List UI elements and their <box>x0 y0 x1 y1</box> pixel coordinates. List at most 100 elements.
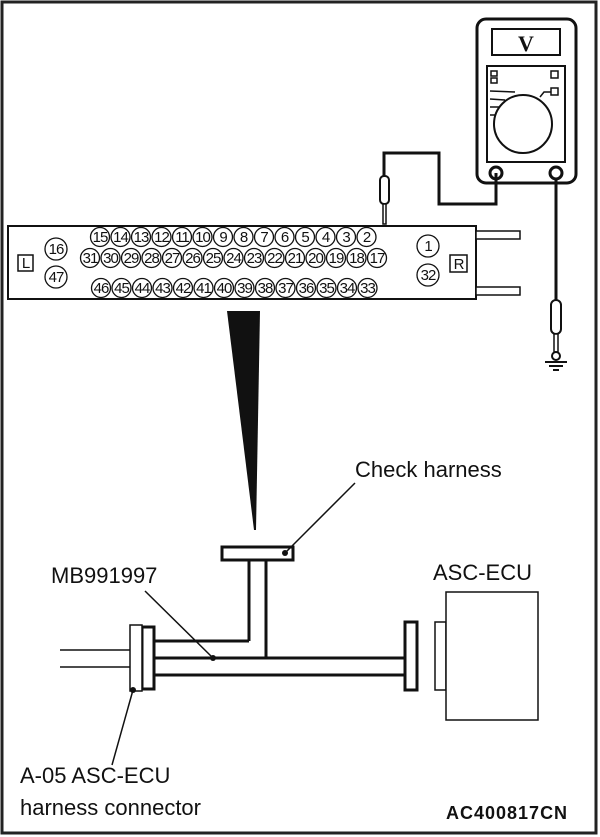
pin-circle <box>131 277 153 299</box>
pin-37: 37 <box>275 277 296 299</box>
pin-15: 15 <box>89 226 111 248</box>
left-marker-box <box>17 254 34 272</box>
pin-10: 10 <box>192 226 213 248</box>
pin-circle <box>182 247 203 269</box>
pin-label: 2 <box>363 229 371 246</box>
pin-label: 30 <box>103 250 118 267</box>
pin-label: 17 <box>370 250 385 267</box>
pin-26: 26 <box>182 247 203 269</box>
pin-label: 36 <box>299 280 314 297</box>
pin-label: 8 <box>240 229 248 246</box>
pin-circle <box>274 226 295 248</box>
pin-label: 12 <box>154 229 169 246</box>
check-harness-adapter <box>60 545 419 693</box>
multimeter-icon <box>475 17 578 185</box>
pin-label: 15 <box>93 229 108 246</box>
pin-label: 10 <box>195 229 210 246</box>
pin-circle <box>44 237 68 261</box>
pin-label: 7 <box>260 229 268 246</box>
pin-circle <box>152 277 173 299</box>
pin-label: 4 <box>322 229 330 246</box>
pin-circle <box>253 226 275 248</box>
pin-label: 47 <box>49 269 64 286</box>
pin-label: 9 <box>219 229 227 246</box>
pin-29: 29 <box>120 247 142 269</box>
probe-negative-icon <box>550 299 562 353</box>
pin-circle <box>89 226 111 248</box>
pin-label: 18 <box>349 250 364 267</box>
pin-5: 5 <box>294 226 316 248</box>
pin-20: 20 <box>305 247 326 269</box>
pin-32: 32 <box>416 263 440 287</box>
connector-latch-bottom <box>475 286 521 296</box>
probe-positive-icon <box>379 175 390 225</box>
positive-test-lead <box>382 151 498 206</box>
pin-label: 19 <box>329 250 344 267</box>
label-tool-number: MB991997 <box>51 563 158 588</box>
left-marker-label: L <box>22 255 30 272</box>
pin-label: 16 <box>49 241 64 258</box>
meter-terminal-negative <box>548 165 564 181</box>
pin-circle <box>161 247 183 269</box>
check-harness-connector <box>220 545 295 562</box>
pin-circle <box>151 226 172 248</box>
pin-circle <box>44 265 68 289</box>
connector-latch-top <box>475 230 521 240</box>
pin-label: 32 <box>421 267 436 284</box>
harness-connector-a05 <box>129 624 143 692</box>
pin-31: 31 <box>79 247 101 269</box>
pin-label: 37 <box>278 280 293 297</box>
leader-mb991997 <box>144 590 214 659</box>
pin-12: 12 <box>151 226 172 248</box>
pin-38: 38 <box>254 277 276 299</box>
pin-label: 41 <box>196 280 211 297</box>
pin-44: 44 <box>131 277 153 299</box>
label-check-harness: Check harness <box>355 457 502 482</box>
right-marker-box <box>449 254 468 273</box>
pin-circle <box>416 234 440 258</box>
pin-label: 31 <box>83 250 98 267</box>
pin-47: 47 <box>44 265 68 289</box>
pin-label: 33 <box>360 280 375 297</box>
leader-check-harness <box>284 482 356 554</box>
pin-6: 6 <box>274 226 295 248</box>
pin-circle <box>79 247 101 269</box>
pin-11: 11 <box>171 226 193 248</box>
pin-label: 42 <box>176 280 191 297</box>
pin-43: 43 <box>152 277 173 299</box>
pin-19: 19 <box>325 247 347 269</box>
pointer-wedge <box>227 311 260 530</box>
pin-circle <box>171 226 193 248</box>
pin-label: 45 <box>114 280 129 297</box>
pin-label: 44 <box>135 280 150 297</box>
pin-label: 46 <box>94 280 109 297</box>
pin-1: 1 <box>416 234 440 258</box>
pin-circle <box>356 226 377 248</box>
pin-16: 16 <box>44 237 68 261</box>
pin-circle <box>294 226 316 248</box>
pin-label: 6 <box>281 229 289 246</box>
pin-circle <box>234 277 255 299</box>
pin-circle <box>193 277 214 299</box>
pin-circle <box>90 277 112 299</box>
pin-13: 13 <box>130 226 152 248</box>
pin-label: 23 <box>247 250 262 267</box>
pin-circle <box>100 247 121 269</box>
pin-circle <box>213 277 235 299</box>
meter-display-text: V <box>518 31 534 56</box>
asc-ecu-unit <box>434 591 539 721</box>
pin-circle <box>275 277 296 299</box>
pin-17: 17 <box>366 247 388 269</box>
pin-circle <box>357 277 378 299</box>
pin-33: 33 <box>357 277 378 299</box>
pin-40: 40 <box>213 277 235 299</box>
pin-circle <box>335 226 357 248</box>
pin-circle <box>120 247 142 269</box>
pin-24: 24 <box>223 247 244 269</box>
label-asc-ecu: ASC-ECU <box>433 560 533 585</box>
pin-label: 43 <box>155 280 170 297</box>
pin-28: 28 <box>141 247 162 269</box>
ground-icon <box>545 351 567 371</box>
pin-label: 26 <box>185 250 200 267</box>
pin-46: 46 <box>90 277 112 299</box>
